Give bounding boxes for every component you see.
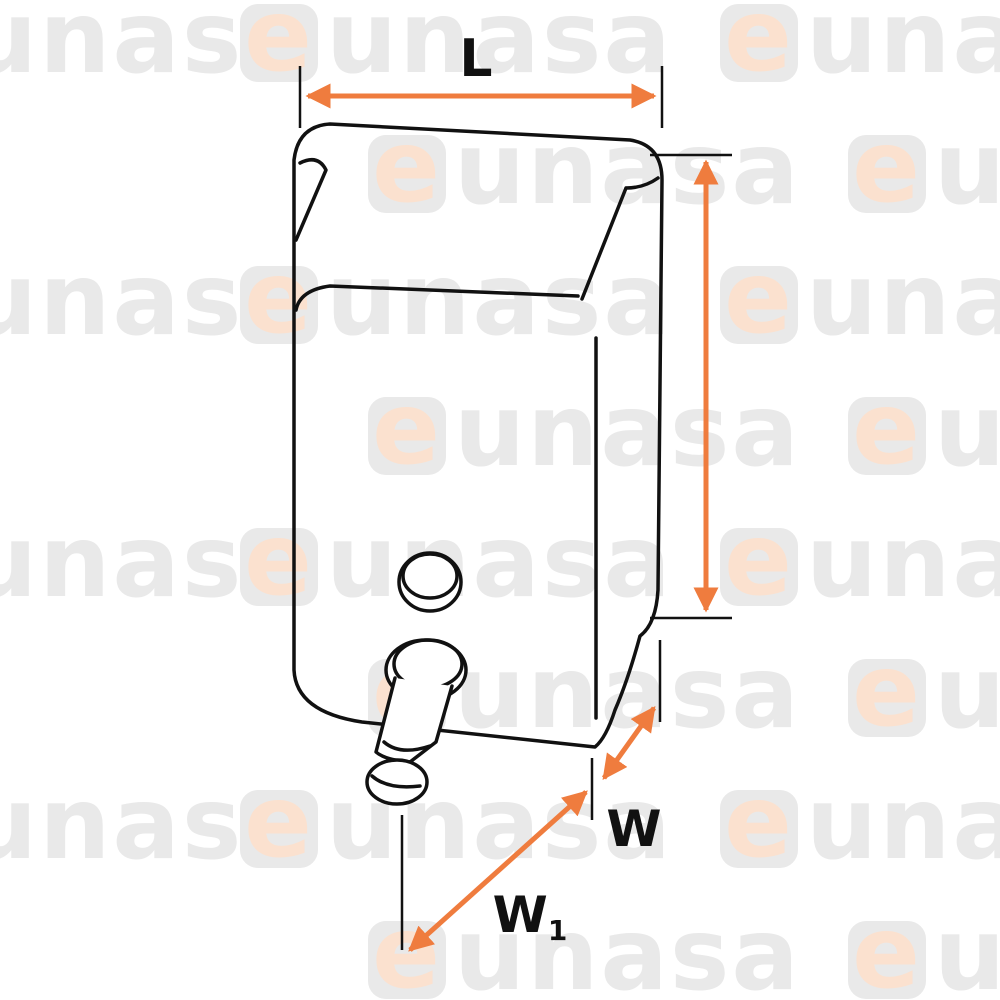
svg-text:e: e bbox=[852, 370, 922, 487]
svg-text:e: e bbox=[244, 0, 314, 94]
svg-text:unasa: unasa bbox=[326, 241, 673, 358]
svg-text:e: e bbox=[724, 501, 794, 618]
svg-text:e: e bbox=[724, 239, 794, 356]
svg-text:unasa: unasa bbox=[806, 241, 1000, 358]
svg-text:unasa: unasa bbox=[454, 372, 801, 489]
dimension-lines bbox=[298, 66, 732, 950]
svg-text:e: e bbox=[244, 763, 314, 880]
svg-text:unasa: unasa bbox=[326, 0, 673, 96]
w1-arrow bbox=[408, 790, 588, 952]
svg-text:unasa: unasa bbox=[934, 372, 1000, 489]
width-label: W bbox=[606, 800, 661, 858]
svg-text:e: e bbox=[372, 370, 442, 487]
svg-text:unasa: unasa bbox=[934, 634, 1000, 751]
dimension-labels: L W W1 bbox=[459, 29, 661, 947]
svg-text:e: e bbox=[244, 501, 314, 618]
width1-label-subscript: 1 bbox=[548, 914, 567, 947]
svg-text:unasa: unasa bbox=[806, 765, 1000, 882]
dispenser-window bbox=[397, 551, 463, 613]
dispenser-lid-right-fold bbox=[580, 176, 660, 301]
svg-text:unasa: unasa bbox=[454, 110, 801, 227]
svg-text:e: e bbox=[724, 763, 794, 880]
length-label: L bbox=[459, 29, 492, 89]
svg-text:e: e bbox=[852, 108, 922, 225]
svg-text:unasa: unasa bbox=[934, 896, 1000, 1000]
width1-label: W1 bbox=[493, 886, 568, 947]
w-arrow bbox=[601, 705, 657, 781]
svg-text:e: e bbox=[372, 894, 442, 1000]
dispenser-push-valve bbox=[365, 638, 468, 806]
dispenser-lid-seam bbox=[294, 284, 580, 312]
svg-text:unasa: unasa bbox=[806, 0, 1000, 96]
svg-text:unasa: unasa bbox=[934, 110, 1000, 227]
width1-label-main: W bbox=[493, 886, 548, 944]
dimension-arrows bbox=[305, 83, 719, 952]
svg-text:e: e bbox=[852, 632, 922, 749]
svg-text:unasa: unasa bbox=[806, 503, 1000, 620]
dispenser-lid-left-fold bbox=[294, 158, 328, 242]
svg-text:e: e bbox=[724, 0, 794, 94]
svg-text:unasa: unasa bbox=[454, 634, 801, 751]
svg-text:e: e bbox=[852, 894, 922, 1000]
svg-text:unasa: unasa bbox=[326, 503, 673, 620]
